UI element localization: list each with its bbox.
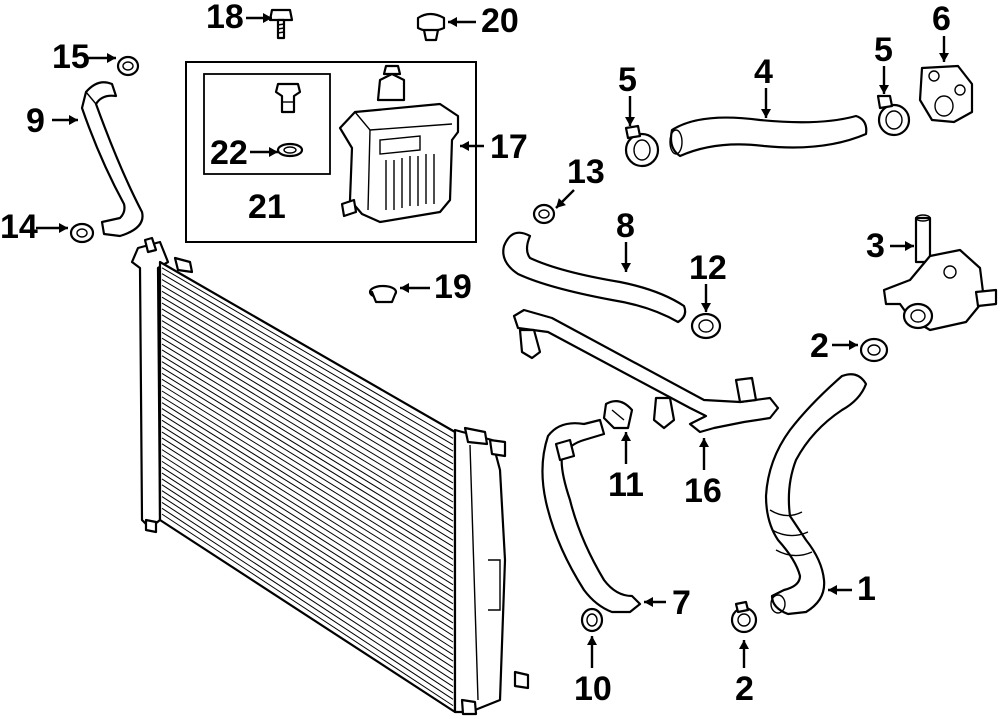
callout-8: 8 — [616, 207, 635, 245]
callout-17: 17 — [490, 128, 528, 166]
arrowhead — [849, 340, 858, 350]
callout-5: 5 — [874, 31, 893, 69]
bolt — [268, 8, 294, 40]
callout-12: 12 — [689, 249, 727, 287]
water-outlet — [918, 64, 974, 124]
arrowhead — [448, 17, 457, 27]
callout-1: 1 — [857, 570, 876, 608]
hose-clamp — [69, 222, 95, 244]
arrowhead — [59, 223, 68, 233]
arrowhead — [644, 597, 653, 607]
arrowhead — [400, 283, 409, 293]
callout-6: 6 — [932, 0, 951, 38]
hose-clamp — [624, 124, 660, 168]
upper-radiator-hose — [669, 114, 868, 158]
heater-outlet-hose — [541, 418, 642, 614]
callout-22: 22 — [210, 134, 248, 172]
hose-clamp — [730, 600, 758, 634]
arrowhead — [939, 53, 949, 62]
hose-clamp — [116, 55, 140, 77]
callout-18: 18 — [206, 0, 244, 36]
radiator-cap — [416, 12, 446, 42]
coolant-reservoir-tank — [338, 64, 460, 224]
reservoir-cap — [274, 82, 302, 114]
callout-9: 9 — [26, 102, 45, 140]
heater-hose — [502, 231, 687, 324]
thermostat-housing — [882, 214, 998, 332]
callout-7: 7 — [672, 584, 691, 622]
arrowhead — [269, 147, 278, 157]
callout-2: 2 — [810, 327, 829, 365]
callout-19: 19 — [434, 268, 472, 306]
arrowhead — [107, 53, 116, 63]
hose-clip — [602, 399, 634, 430]
arrowhead — [739, 640, 749, 649]
arrowhead — [879, 85, 889, 94]
callout-3: 3 — [866, 227, 885, 265]
arrowhead — [556, 198, 566, 208]
arrowhead — [761, 109, 771, 118]
arrowhead — [625, 117, 635, 126]
hose-clamp — [580, 607, 604, 633]
arrowhead — [587, 636, 597, 645]
hose-clamp — [532, 203, 556, 225]
callout-21: 21 — [248, 188, 286, 226]
arrowhead — [905, 241, 914, 251]
arrowhead — [263, 13, 272, 23]
callout-20: 20 — [481, 2, 519, 40]
callout-16: 16 — [684, 472, 722, 510]
arrowhead — [828, 585, 837, 595]
callout-15: 15 — [52, 38, 90, 76]
arrowhead — [701, 303, 711, 312]
callout-5: 5 — [618, 61, 637, 99]
hose-clamp — [859, 337, 889, 363]
callout-10: 10 — [574, 670, 612, 708]
callout-2: 2 — [735, 670, 754, 708]
retainer-clip — [368, 284, 398, 304]
water-bypass-pipe — [512, 308, 780, 434]
reservoir-box-outline — [185, 61, 477, 243]
arrowhead — [621, 263, 631, 272]
leader-lines — [36, 13, 949, 668]
arrowhead — [460, 141, 469, 151]
callout-4: 4 — [754, 53, 773, 91]
arrowhead — [69, 115, 78, 125]
arrowhead — [699, 438, 709, 447]
lower-radiator-hose — [764, 373, 868, 616]
hose-clamp — [690, 312, 722, 340]
gasket-ring — [276, 142, 304, 158]
callout-14: 14 — [0, 208, 38, 246]
arrowhead — [621, 432, 631, 441]
callout-11: 11 — [608, 466, 644, 504]
bypass-hose — [80, 81, 144, 238]
callout-13: 13 — [567, 153, 605, 191]
radiator — [130, 236, 530, 716]
hose-clamp — [876, 94, 911, 137]
